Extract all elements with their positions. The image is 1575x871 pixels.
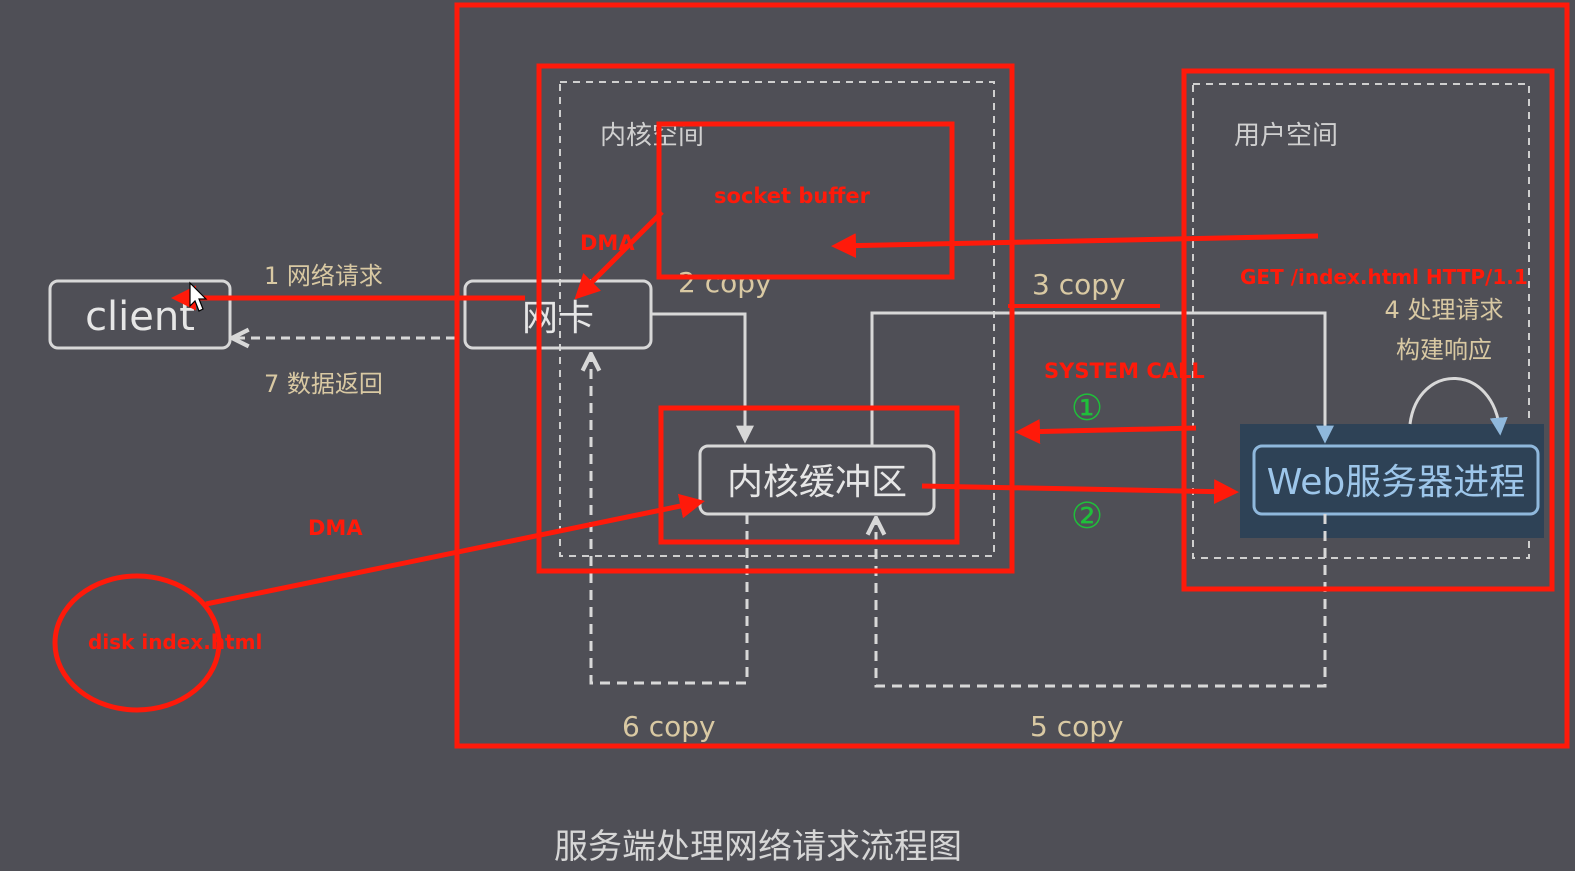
kernel-buffer-box	[698, 444, 936, 516]
step1-marker: ①	[1071, 388, 1103, 429]
process-loop-edge	[1408, 377, 1508, 436]
diagram-caption: 服务端处理网络请求流程图	[554, 827, 962, 867]
user-space-region	[1192, 83, 1530, 559]
data-return-label: 7 数据返回	[264, 370, 383, 398]
mouse-cursor-icon	[189, 281, 208, 312]
copy2-edge	[651, 312, 754, 444]
disk-to-buffer-arrow	[205, 493, 705, 607]
copy6-label: 6 copy	[622, 710, 716, 743]
system-call-label: SYSTEM CALL	[1044, 359, 1205, 383]
copy2-label: 2 copy	[678, 266, 772, 299]
kernel-buffer-label: 内核缓冲区	[727, 462, 907, 503]
socket-to-nic-arrow	[574, 210, 664, 300]
step2-marker: ②	[1071, 496, 1103, 537]
socket-buffer-label: socket buffer	[714, 184, 871, 208]
http-request-arrow	[831, 233, 1319, 259]
socket-buffer-box	[656, 121, 955, 280]
copy6-edge	[591, 356, 749, 685]
dma-top-label: DMA	[580, 231, 635, 255]
copy3-edge	[870, 311, 1334, 446]
buffer-to-web-arrow	[921, 479, 1239, 505]
system-call-arrow	[1015, 419, 1197, 445]
process-label-line1: 4 处理请求	[1385, 296, 1504, 324]
kernel-buffer-highlight	[658, 405, 960, 545]
process-label-line2: 构建响应	[1396, 336, 1492, 364]
user-space-highlight	[1181, 68, 1555, 592]
disk-ellipse	[52, 573, 222, 713]
copy5-edge	[876, 514, 1327, 688]
web-process-box	[1252, 444, 1540, 516]
kernel-space-highlight	[536, 63, 1015, 574]
nic-label: 网卡	[522, 298, 594, 339]
client-label: client	[85, 294, 195, 340]
web-process-label: Web服务器进程	[1267, 462, 1526, 503]
client-box	[48, 279, 232, 350]
disk-label: disk index.html	[88, 630, 262, 654]
user-space-label: 用户空间	[1234, 121, 1338, 151]
dma-bottom-label: DMA	[308, 516, 363, 540]
copy5-label: 5 copy	[1030, 710, 1124, 743]
web-process-highlight	[1240, 424, 1544, 538]
net-request-label: 1 网络请求	[264, 262, 383, 290]
copy3-label: 3 copy	[1032, 268, 1126, 301]
http-request-label: GET /index.html HTTP/1.1	[1240, 265, 1528, 289]
server-region-highlight	[454, 2, 1570, 749]
kernel-space-region	[559, 81, 995, 557]
